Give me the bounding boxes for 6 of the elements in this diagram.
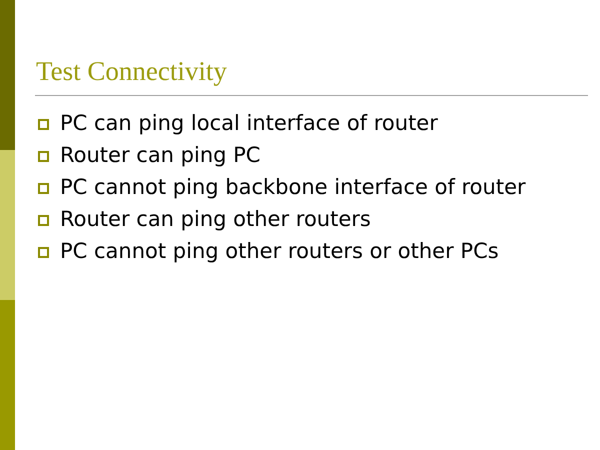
bullet-text: Router can ping PC: [60, 143, 260, 167]
bullet-text: PC can ping local interface of router: [60, 111, 438, 135]
bullet-text: Router can ping other routers: [60, 207, 371, 231]
bullet-text: PC cannot ping backbone interface of router: [60, 175, 526, 199]
bullet-text: PC cannot ping other routers or other PCs: [60, 239, 499, 263]
slide-title: Test Connectivity: [36, 56, 227, 87]
